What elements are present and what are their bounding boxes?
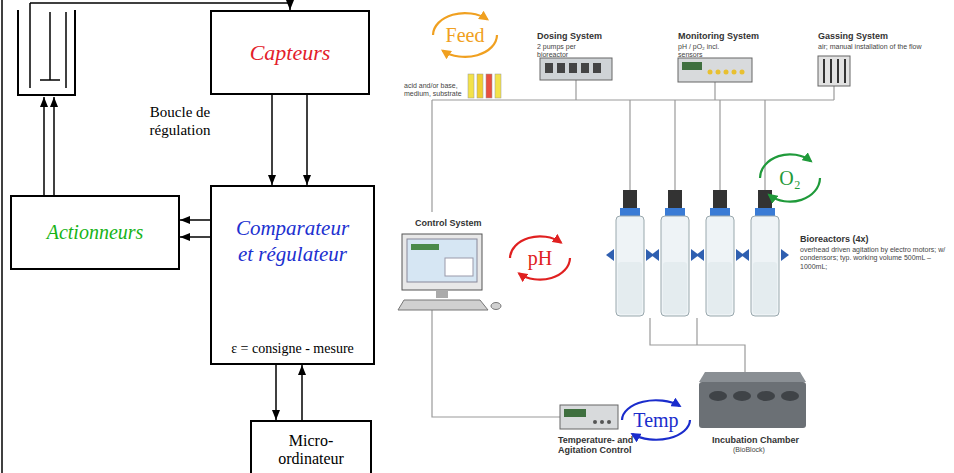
device-note: air; manual installation of the flow — [818, 43, 948, 51]
signal-arrow — [301, 365, 303, 420]
cycle-label: pH — [528, 247, 552, 270]
signal-arrow — [306, 95, 308, 185]
device-title: Bioreactors (4x) — [800, 234, 869, 244]
node-title: Actionneurs — [47, 221, 144, 244]
device-title: Temperature- and Agitation Control — [558, 435, 640, 455]
device-note: pH / pO₂ incl. sensors — [678, 43, 738, 60]
device-note: 2 pumps per bioreactor — [537, 43, 597, 60]
device-title: Gassing System — [818, 31, 888, 41]
signal-arrow — [180, 219, 210, 221]
sensor-box: Capteurs — [210, 10, 370, 95]
device-title: Control System — [415, 218, 482, 228]
loop-label: Boucle de régulation — [130, 103, 230, 139]
controller-box: Comparateur et régulateur ε = consigne - … — [210, 185, 375, 365]
device-note: acid and/or base, medium, substrate — [404, 82, 466, 99]
formula-text: ε = consigne - mesure — [231, 341, 354, 357]
signal-arrow — [271, 95, 273, 185]
node-title: Micro- ordinateur — [261, 432, 361, 469]
computer-box: Micro- ordinateur — [250, 420, 372, 473]
cycle-label: Temp — [633, 409, 678, 432]
node-title: Comparateur et régulateur — [228, 215, 358, 268]
device-title: Dosing System — [537, 31, 602, 41]
signal-arrow — [275, 365, 277, 420]
device-note: (BioBlock) — [733, 446, 765, 454]
cycle-label: O₂ — [779, 167, 800, 190]
cycle-label: Feed — [446, 24, 485, 47]
actuator-box: Actionneurs — [10, 195, 180, 270]
device-note: overhead driven agitation by electro mot… — [800, 246, 946, 271]
signal-arrow — [180, 236, 210, 238]
device-title: Monitoring System — [678, 31, 759, 41]
device-title: Incubation Chamber — [712, 435, 799, 445]
node-title: Capteurs — [250, 40, 331, 66]
